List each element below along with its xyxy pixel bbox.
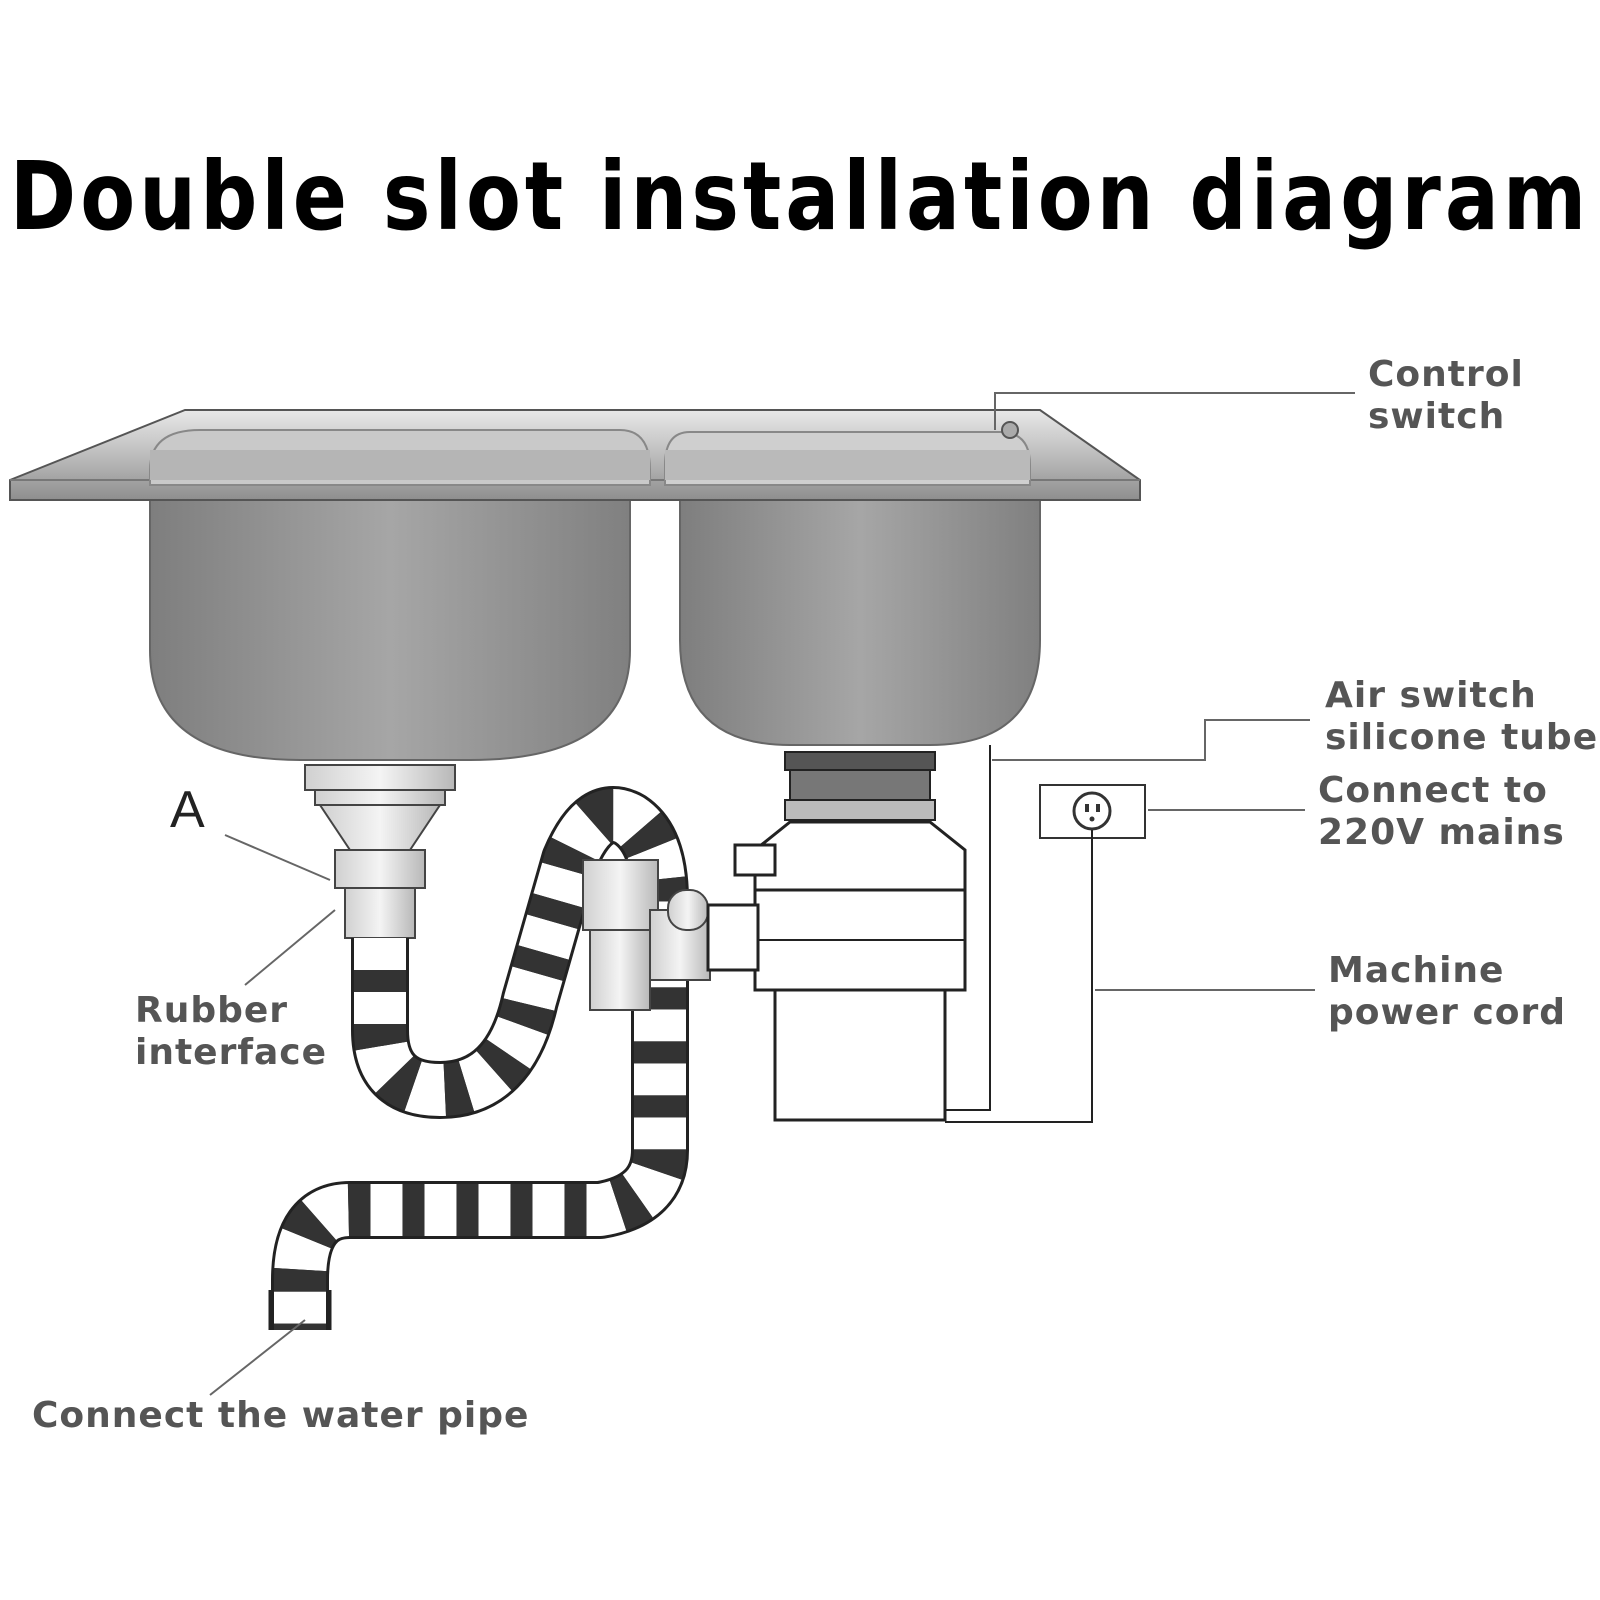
outlet-socket-icon bbox=[1072, 791, 1112, 831]
marker-a: A bbox=[170, 781, 205, 839]
label-mains-line1: Connect to bbox=[1318, 770, 1548, 811]
power-cord-line bbox=[945, 830, 1093, 1123]
tee-fitting bbox=[582, 859, 711, 1011]
label-power-cord-line1: Machine bbox=[1328, 950, 1505, 991]
label-control-switch: Control switch bbox=[1368, 354, 1524, 438]
left-bowl bbox=[149, 499, 631, 761]
label-rubber-interface-line1: Rubber bbox=[135, 990, 289, 1031]
label-air-switch-tube: Air switch silicone tube bbox=[1325, 675, 1598, 759]
label-air-switch-tube-line1: Air switch bbox=[1325, 675, 1537, 716]
leader-marker-a bbox=[224, 834, 331, 881]
label-mains-line2: 220V mains bbox=[1318, 812, 1565, 853]
wiring bbox=[945, 745, 1093, 1123]
double-sink bbox=[9, 409, 1141, 761]
leader-control-switch bbox=[994, 392, 1355, 430]
leader-air-switch bbox=[992, 719, 1310, 761]
leader-rubber-interface bbox=[244, 909, 336, 986]
label-mains: Connect to 220V mains bbox=[1318, 770, 1565, 854]
wall-outlet bbox=[1039, 784, 1146, 839]
label-rubber-interface-line2: interface bbox=[135, 1032, 328, 1073]
label-water-pipe: Connect the water pipe bbox=[32, 1395, 530, 1436]
diagram-title: Double slot installation diagram bbox=[9, 141, 1591, 252]
leader-water-pipe bbox=[209, 1319, 306, 1396]
leader-lines bbox=[209, 392, 1355, 1396]
label-power-cord-line2: power cord bbox=[1328, 992, 1567, 1033]
label-control-switch-line2: switch bbox=[1368, 396, 1506, 437]
left-drain-fitting bbox=[304, 764, 456, 939]
air-switch-tube-line bbox=[945, 745, 991, 1111]
label-rubber-interface: Rubber interface bbox=[135, 990, 327, 1074]
label-power-cord: Machine power cord bbox=[1328, 950, 1566, 1034]
right-bowl bbox=[679, 499, 1041, 746]
label-control-switch-line1: Control bbox=[1368, 354, 1524, 395]
control-switch-knob bbox=[1001, 421, 1019, 439]
label-air-switch-tube-line2: silicone tube bbox=[1325, 717, 1599, 758]
drain-hose bbox=[268, 786, 689, 1330]
garbage-disposer bbox=[706, 751, 967, 1122]
